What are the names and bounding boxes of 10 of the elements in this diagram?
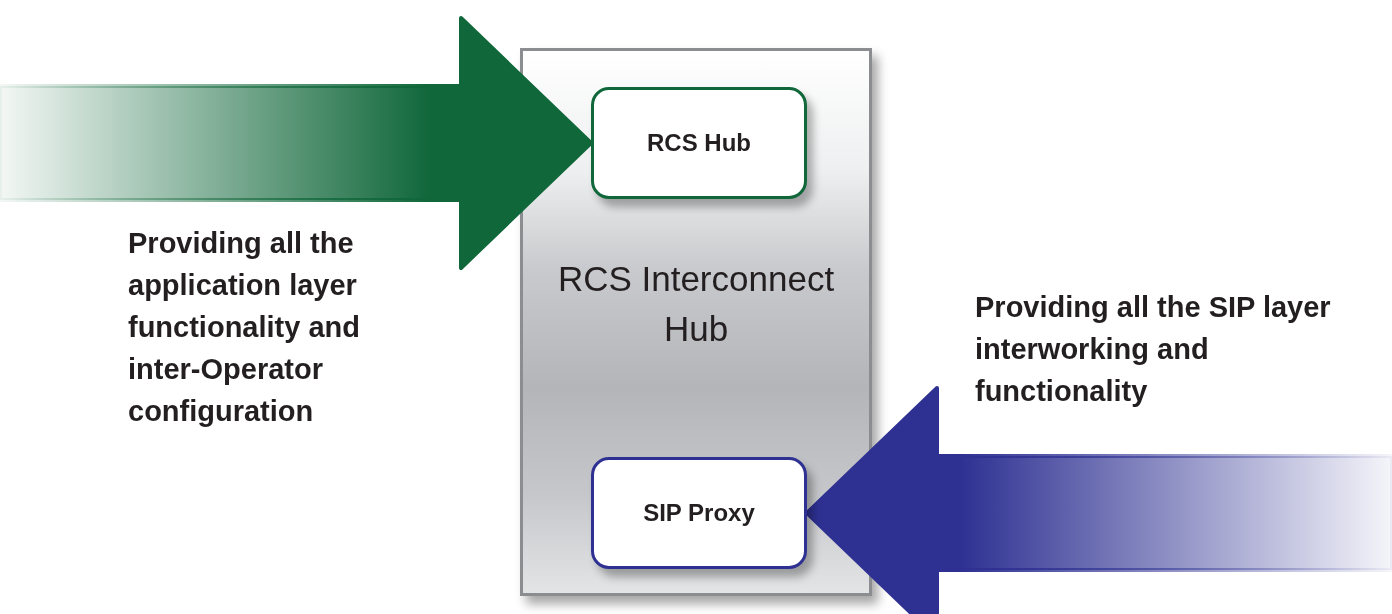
- hub-panel: [520, 48, 872, 596]
- component-label: SIP Proxy: [643, 499, 755, 527]
- component-box: [591, 87, 807, 199]
- block-arrow: [0, 16, 593, 270]
- hub-title: RCS Interconnect Hub: [557, 259, 835, 348]
- block-arrow: [805, 386, 1392, 614]
- description-text: Providing all the application layer functionality and inter-Operator configuration: [128, 226, 361, 429]
- description-text: Providing all the SIP layer interworking and functionality: [975, 290, 1332, 409]
- component-box: [591, 457, 807, 569]
- component-label: RCS Hub: [647, 129, 751, 157]
